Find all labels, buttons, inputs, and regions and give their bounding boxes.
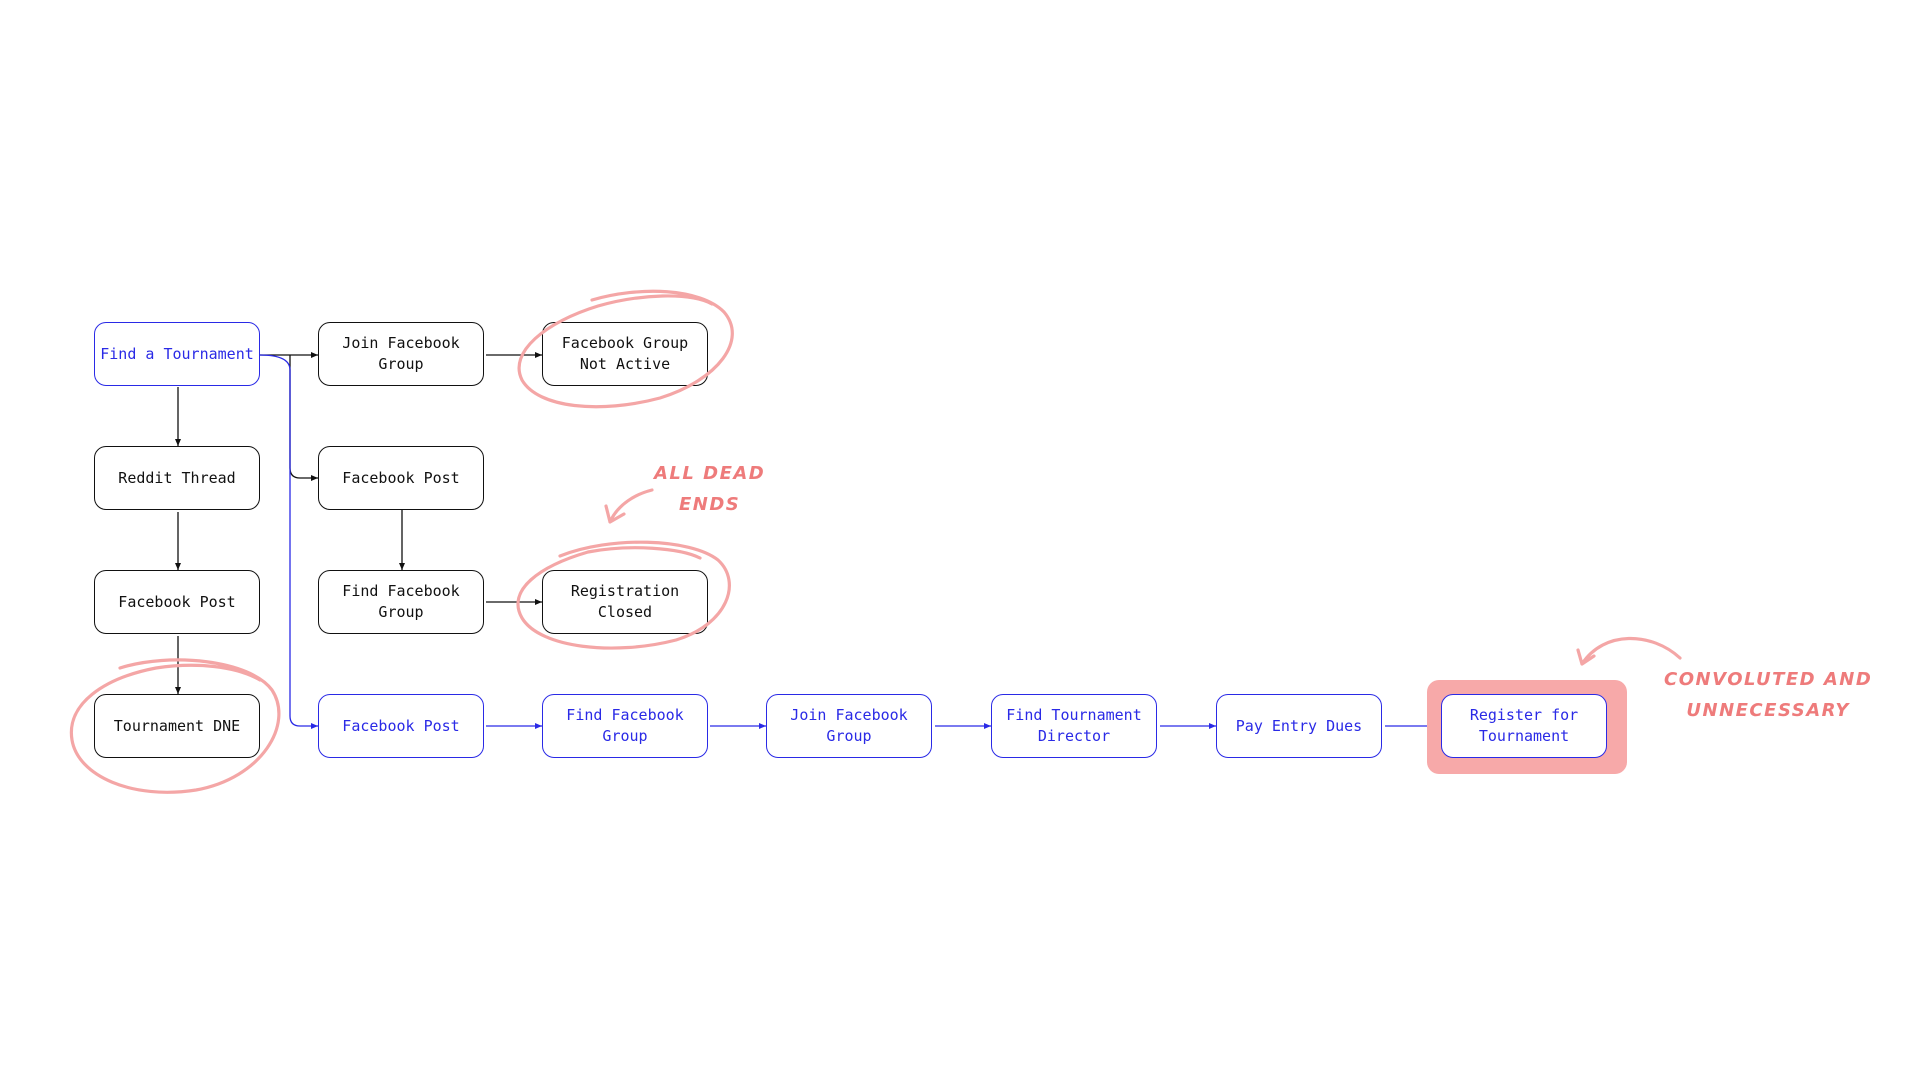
node-pay-entry-dues[interactable]: Pay Entry Dues (1216, 694, 1382, 758)
annotation-dead-ends: ALL DEAD ENDS (654, 463, 766, 515)
node-find-facebook-group-mid[interactable]: Find Facebook Group (318, 570, 484, 634)
node-find-a-tournament[interactable]: Find a Tournament (94, 322, 260, 386)
node-find-facebook-group-blue[interactable]: Find Facebook Group (542, 694, 708, 758)
node-join-facebook-group-blue[interactable]: Join Facebook Group (766, 694, 932, 758)
annotation-convoluted: CONVOLUTED AND UNNECESSARY (1664, 669, 1873, 721)
node-tournament-dne[interactable]: Tournament DNE (94, 694, 260, 758)
node-facebook-post-blue[interactable]: Facebook Post (318, 694, 484, 758)
node-reddit-thread[interactable]: Reddit Thread (94, 446, 260, 510)
node-join-facebook-group-top[interactable]: Join Facebook Group (318, 322, 484, 386)
arrow-find-to-blue-path (259, 354, 318, 729)
node-facebook-group-not-active[interactable]: Facebook Group Not Active (542, 322, 708, 386)
node-facebook-post-mid[interactable]: Facebook Post (318, 446, 484, 510)
node-find-tournament-director[interactable]: Find Tournament Director (991, 694, 1157, 758)
arrow-branch-to-facebook-post (289, 355, 318, 481)
node-registration-closed[interactable]: Registration Closed (542, 570, 708, 634)
node-register-for-tournament[interactable]: Register for Tournament (1441, 694, 1607, 758)
node-facebook-post-left[interactable]: Facebook Post (94, 570, 260, 634)
